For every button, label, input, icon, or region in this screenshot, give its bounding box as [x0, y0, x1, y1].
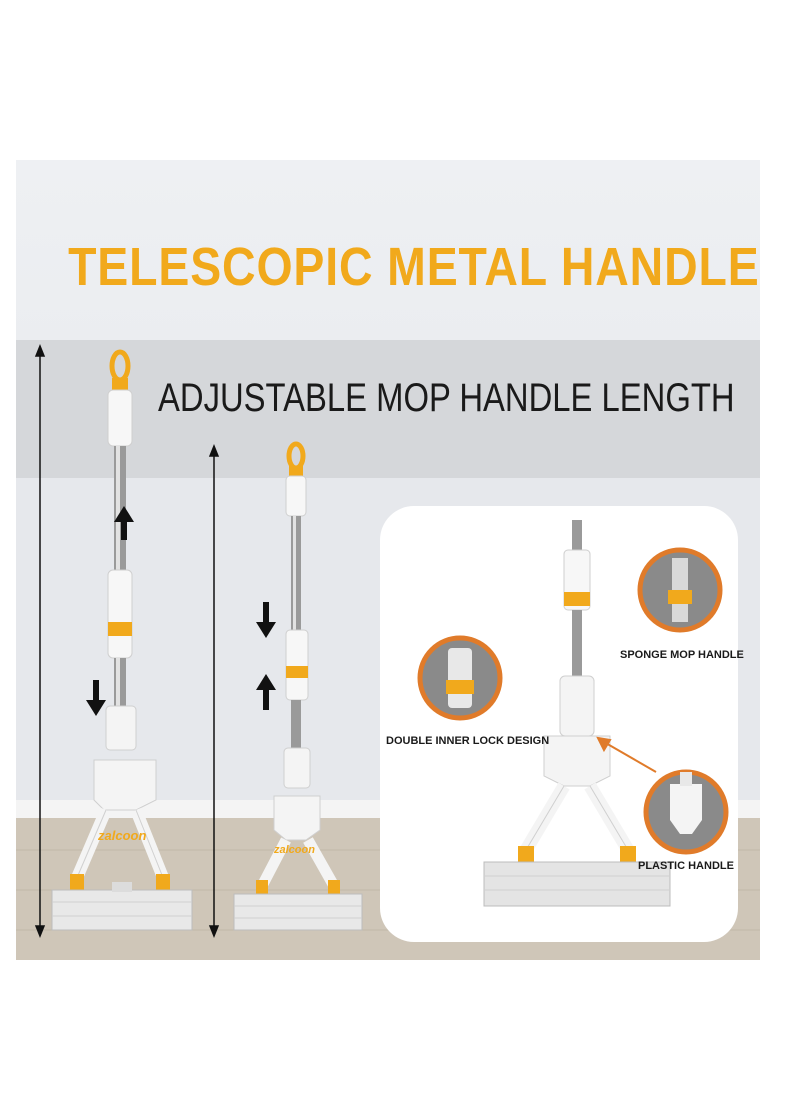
arrow-up-icon-middle: [256, 674, 276, 710]
callout-label-plastic: PLASTIC HANDLE: [638, 860, 734, 872]
callout-plastic-circle: [643, 769, 729, 855]
callout-label-sponge: SPONGE MOP HANDLE: [620, 649, 744, 661]
mop-extended: [51, 349, 193, 931]
callout-lock-circle: [417, 635, 503, 721]
page-title: TELESCOPIC METAL HANDLE: [68, 237, 760, 297]
callout-sponge-circle: [637, 547, 723, 633]
arrow-down-icon-left: [86, 680, 106, 716]
arrow-down-icon-middle: [256, 602, 276, 638]
mop-detail: [483, 520, 671, 907]
callout-label-lock: DOUBLE INNER LOCK DESIGN: [386, 735, 550, 747]
dimension-arrow-icon-middle: [208, 443, 220, 939]
arrow-up-icon-left: [114, 506, 134, 540]
product-scene: zalcoon zalcoon: [16, 160, 760, 960]
subtitle-band: [16, 340, 760, 478]
pointer-arrow-icon: [596, 736, 657, 773]
dimension-arrow-icon-left: [34, 343, 46, 939]
brand-logo-middle: zalcoon: [274, 844, 315, 856]
page-subtitle: ADJUSTABLE MOP HANDLE LENGTH: [158, 376, 735, 420]
brand-logo: zalcoon: [98, 828, 147, 843]
mop-compact: [233, 441, 363, 931]
scene-illustration: [16, 340, 760, 960]
